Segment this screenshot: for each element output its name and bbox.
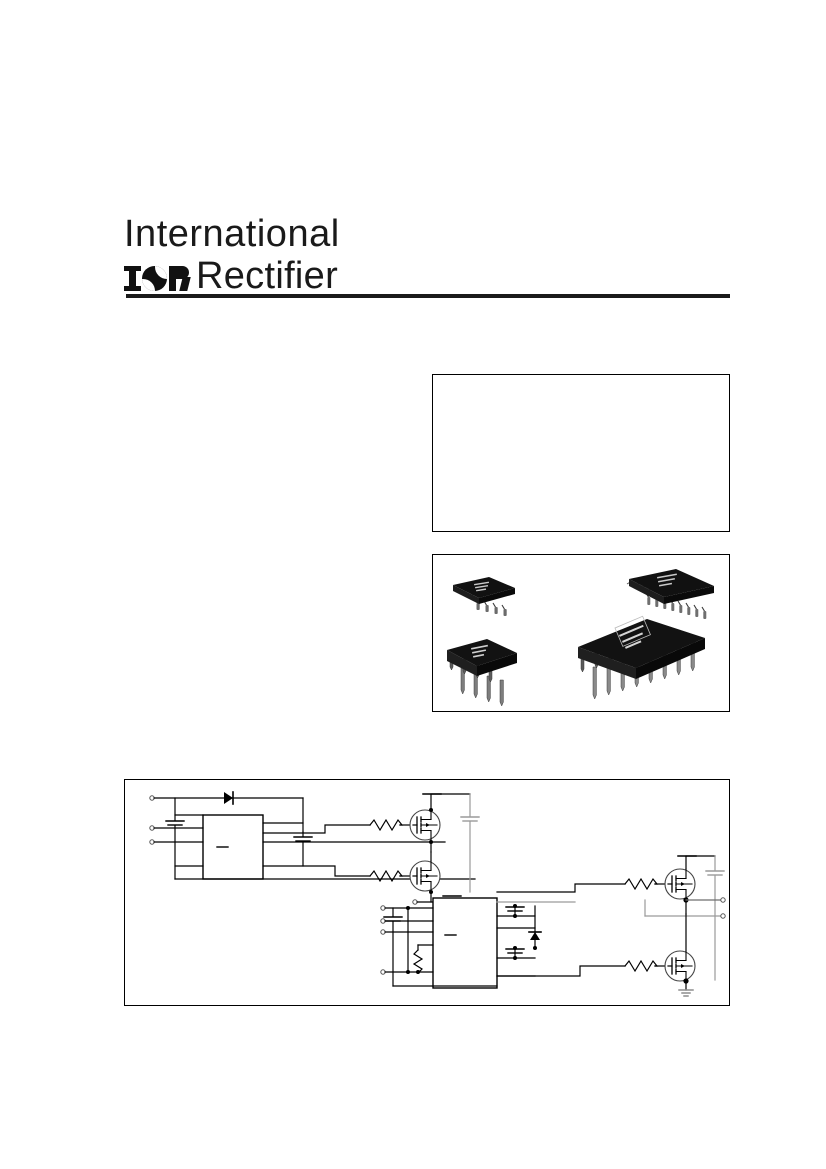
wire-drain-high-lower: [685, 855, 716, 870]
package-illustrations: [447, 569, 714, 707]
wire-lo-route-lower: [496, 965, 626, 977]
wire-ho-route-lower: [496, 883, 626, 893]
terminal-out2-lower: [720, 913, 726, 919]
header-rule: [126, 294, 730, 298]
package-pdip16: [578, 615, 705, 700]
connection-diagram-panel: [124, 779, 730, 1006]
node-gnd-upper: [429, 890, 433, 894]
ior-monogram-icon: [124, 265, 191, 292]
bootstrap-diode-body: [224, 792, 233, 804]
node-bc2b-lower: [513, 946, 517, 950]
pin-ho-upper: [262, 824, 371, 834]
gate-resistor-high: [369, 818, 404, 832]
logo-text-international: International: [124, 213, 340, 255]
node-drain-upper: [429, 808, 433, 812]
node-res-lower: [416, 970, 420, 974]
mosfet-high-side-upper: [409, 809, 441, 841]
ic-block-lower: [432, 897, 498, 989]
node-bc2-lower: [513, 956, 517, 960]
node-vs-upper: [429, 840, 433, 844]
node-l4-lower: [406, 970, 410, 974]
diode2-body-lower: [530, 932, 540, 940]
gate-resistor-low-upper: [369, 869, 404, 883]
mosfet-high-side-lower: [664, 868, 696, 901]
mosfet-low-side-upper: [409, 860, 441, 893]
node-gnd-lower: [683, 978, 689, 984]
package-soic8: [453, 577, 515, 616]
gate-resistor-low-lower: [624, 959, 659, 973]
package-pdip8: [447, 639, 517, 707]
pin-lo-upper: [262, 865, 371, 877]
package-soic16: [626, 569, 714, 619]
gate-resistor-high-lower: [624, 877, 659, 891]
connection-diagram: [149, 791, 726, 997]
logo-text-rectifier: Rectifier: [196, 255, 339, 297]
title-panel: [432, 374, 730, 532]
wire-drain-high-upper: [430, 793, 471, 811]
node-diode2-lower: [533, 946, 537, 950]
node-bc1b-lower: [513, 904, 517, 908]
ior-letter-i-icon: [124, 266, 141, 291]
terminal-out1-lower: [720, 897, 726, 903]
ic-block-upper: [202, 814, 264, 880]
node-bc1-lower: [513, 914, 517, 918]
ior-pinwheel-o-icon: [142, 266, 167, 291]
node-l1-lower: [406, 906, 410, 910]
ior-letter-r-icon: [169, 266, 191, 291]
package-panel: [432, 554, 730, 712]
mosfet-low-side-lower: [664, 950, 696, 982]
company-logo: International Rectifier: [124, 213, 734, 297]
resistor-lower-left: [412, 949, 424, 974]
